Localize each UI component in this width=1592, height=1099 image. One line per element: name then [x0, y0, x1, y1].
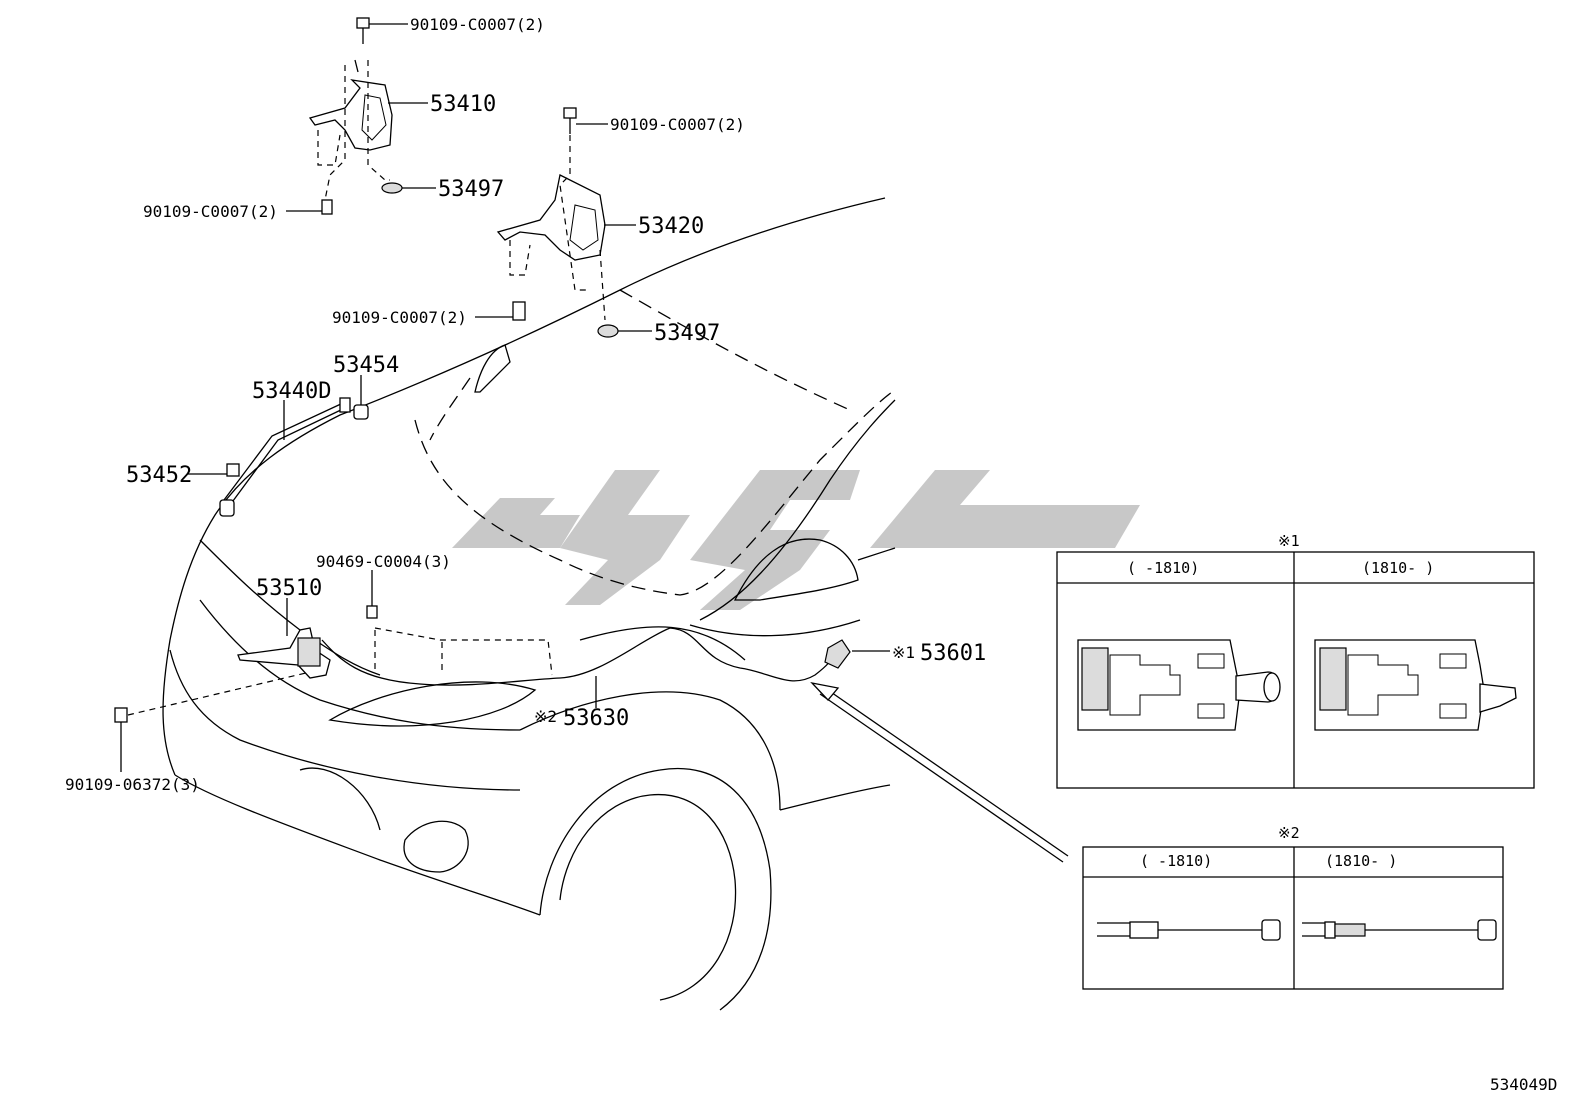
callout-bolt-top: 90109-C0007(2): [410, 15, 545, 34]
callout-holder: 53452: [126, 463, 192, 488]
hood-hinge-right: [496, 107, 619, 338]
table2-title: ※2: [1278, 824, 1300, 842]
table1-col-right: (1810- ): [1362, 559, 1434, 577]
callout-lever: 53601: [920, 641, 986, 666]
callout-hinge-left: 53410: [430, 92, 496, 117]
table1-col-left: ( -1810): [1127, 559, 1199, 577]
table2-col-right: (1810- ): [1325, 852, 1397, 870]
hood-lock: [114, 605, 378, 723]
callout-bolt-mid: 90109-C0007(2): [332, 308, 467, 327]
car-outline: [162, 197, 896, 1011]
watermark-logo: [452, 470, 1140, 610]
callout-bolt-left-lower: 90109-C0007(2): [143, 202, 278, 221]
callout-cable-prefix: ※2: [534, 707, 557, 726]
leader-lines: [120, 23, 890, 772]
callout-clip: 90469-C0004(3): [316, 552, 451, 571]
cable-variant-old: [1097, 919, 1281, 941]
callout-lever-prefix: ※1: [892, 643, 915, 662]
callout-bolt-bottom: 90109-06372(3): [65, 775, 200, 794]
lever-variant-new: [1314, 639, 1517, 731]
release-cable: [321, 627, 836, 686]
lever-variant-old: [1077, 639, 1281, 731]
inset-table-2: ※2 ( -1810) (1810- ): [1082, 824, 1504, 990]
callout-washer-left: 53497: [438, 177, 504, 202]
table2-col-left: ( -1810): [1140, 852, 1212, 870]
hood-support-rod: [219, 397, 369, 517]
callout-support-rod: 53440D: [252, 379, 331, 404]
callout-cushion: 53454: [333, 353, 399, 378]
callout-hinge-right: 53420: [638, 214, 704, 239]
table1-title: ※1: [1278, 532, 1300, 550]
callout-bolt-top-right: 90109-C0007(2): [610, 115, 745, 134]
release-lever: [824, 639, 851, 669]
hood-hinge-left: [308, 17, 403, 215]
cable-variant-new: [1302, 919, 1497, 941]
callout-lock: 53510: [256, 576, 322, 601]
diagram-code: 534049D: [1490, 1075, 1557, 1094]
callout-arrow: [810, 681, 1069, 863]
callout-washer-right: 53497: [654, 321, 720, 346]
inset-table-1: ※1 ( -1810) (1810- ): [1056, 532, 1535, 789]
callout-cable: 53630: [563, 706, 629, 731]
